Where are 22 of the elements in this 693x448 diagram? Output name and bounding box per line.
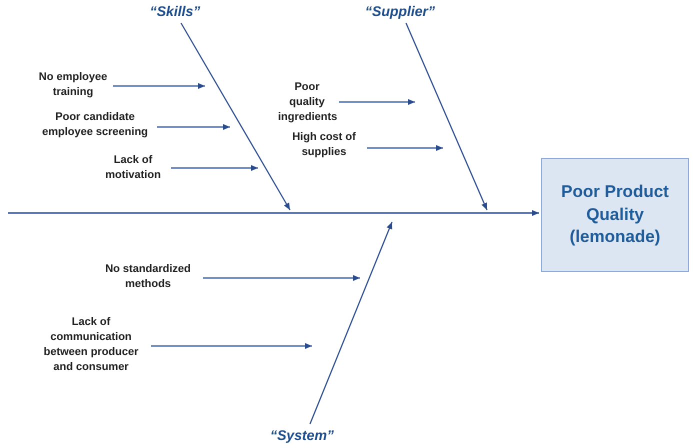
arrow (171, 165, 258, 171)
category-label: “System” (265, 426, 339, 445)
arrow (405, 22, 488, 210)
arrow (180, 22, 291, 210)
arrow (309, 222, 393, 424)
arrow (203, 275, 360, 281)
arrow (151, 343, 312, 349)
cause-label: Poor quality ingredients (278, 80, 336, 125)
cause-label: Poor candidate employee screening (36, 110, 154, 140)
cause-label: No employee training (36, 70, 110, 100)
category-label: “Skills” (140, 2, 210, 21)
cause-label: Lack of motivation (98, 153, 168, 183)
cause-label: Lack of communication between producer and consumer (34, 315, 148, 374)
cause-label: High cost of supplies (284, 130, 364, 160)
arrow (8, 210, 539, 216)
arrow (157, 124, 230, 130)
arrow (113, 83, 205, 89)
arrow (367, 145, 443, 151)
cause-label: No standardized methods (96, 262, 200, 292)
effect-box: Poor Product Quality (lemonade) (541, 158, 689, 272)
category-label: “Supplier” (360, 2, 440, 21)
arrow (339, 99, 415, 105)
